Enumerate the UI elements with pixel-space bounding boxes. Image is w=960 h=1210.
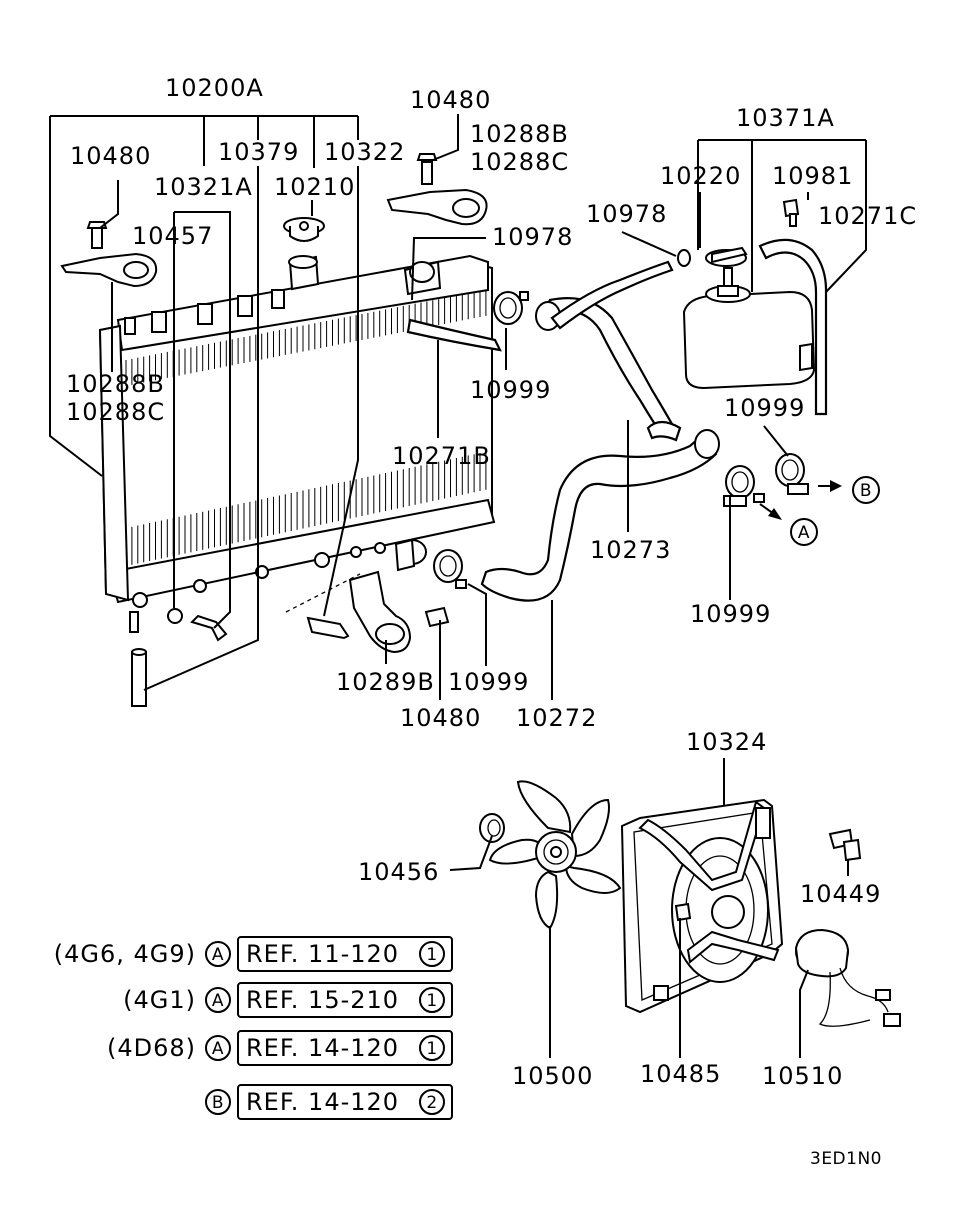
lower-bracket-10289B [348, 570, 412, 654]
part-label: 10288B [470, 120, 569, 148]
lower-radiator-hose-10272 [480, 429, 720, 602]
reference-number-circle [419, 1035, 445, 1061]
upper-radiator-hose-10273 [535, 297, 682, 442]
part-label: 10271C [818, 202, 917, 230]
reference-box [237, 982, 453, 1018]
svg-text:A: A [798, 523, 810, 543]
fan-blade-10500 [488, 780, 622, 930]
part-label: 10981 [772, 162, 853, 190]
hose-clamp-mid [723, 465, 765, 507]
arrow-to-a [759, 503, 782, 520]
hose-clamp-lower [433, 549, 467, 589]
reference-row: (4G1) A REF. 15-210 1 [123, 982, 453, 1018]
reference-marker: A [212, 1039, 224, 1059]
reference-marker: A [212, 991, 224, 1011]
reference-row: (4G6, 4G9) A REF. 11-120 1 [54, 936, 453, 972]
reference-text: REF. 11-120 [246, 940, 399, 968]
part-label: 10271B [392, 442, 491, 470]
upper-mount-bracket-right [386, 153, 488, 226]
part-label: 10978 [492, 223, 573, 251]
reference-box [237, 1030, 453, 1066]
reference-marker: B [212, 1093, 224, 1113]
svg-text:B: B [860, 481, 872, 501]
reference-row: B REF. 14-120 2 [205, 1084, 453, 1120]
reference-number: 1 [426, 945, 437, 965]
part-label: 10322 [324, 138, 405, 166]
reference-marker-circle [205, 941, 231, 967]
reference-number: 1 [426, 991, 437, 1011]
reference-table: (4G6, 4G9) A REF. 11-120 1 (4G1) A REF. 15-210… [54, 936, 453, 1120]
radiator-cap-10210 [283, 217, 325, 242]
diagram-code: 3ED1N0 [810, 1149, 882, 1169]
part-label: 10480 [70, 142, 151, 170]
fan-shroud-10324 [620, 798, 784, 1014]
part-label: 10999 [448, 668, 529, 696]
leader-lines [49, 114, 867, 1058]
marker-b: B [852, 476, 880, 504]
reference-text: REF. 15-210 [246, 986, 399, 1014]
part-label: 10288C [470, 148, 569, 176]
reference-engine: (4D68) [107, 1034, 196, 1062]
reference-marker-circle [205, 987, 231, 1013]
part-label: 10485 [640, 1060, 721, 1088]
part-label: 10510 [762, 1062, 843, 1090]
part-label: 10321A [154, 173, 253, 201]
radiator-assembly [98, 254, 496, 707]
reference-number-circle [419, 941, 445, 967]
part-label: 10480 [400, 704, 481, 732]
part-label: 10288C [66, 398, 165, 426]
hose-clamp-upper [493, 291, 529, 325]
thermo-switch [306, 616, 350, 640]
reference-box [237, 1084, 453, 1120]
part-label: 10480 [410, 86, 491, 114]
part-labels: 10200A 10480 10288B 10288C 10379 10322 1… [66, 74, 917, 1090]
marker-a: A [790, 518, 818, 546]
part-label: 10210 [274, 173, 355, 201]
bolt-10449 [828, 828, 862, 862]
part-label: 10289B [336, 668, 435, 696]
reference-text: REF. 14-120 [246, 1088, 399, 1116]
part-label: 10220 [660, 162, 741, 190]
bushing-10456 [479, 813, 505, 843]
screw-10485 [674, 902, 692, 922]
radiator-core-fins [125, 289, 487, 566]
part-label: 10999 [724, 394, 805, 422]
reference-engine: (4G1) [123, 986, 196, 1014]
hose-clamp-right [775, 453, 809, 495]
reference-row: (4D68) A REF. 14-120 1 [107, 1030, 453, 1066]
part-label: 10449 [800, 880, 881, 908]
reference-number-circle [419, 987, 445, 1013]
part-label: 10371A [736, 104, 835, 132]
part-label: 10272 [516, 704, 597, 732]
part-label: 10288B [66, 370, 165, 398]
part-label: 10324 [686, 728, 767, 756]
reserve-tank-10371A [677, 198, 828, 416]
part-label: 10999 [690, 600, 771, 628]
reference-text: REF. 14-120 [246, 1034, 399, 1062]
reference-engine: (4G6, 4G9) [54, 940, 196, 968]
part-label: 10273 [590, 536, 671, 564]
reference-number-circle [419, 1089, 445, 1115]
reference-marker-circle [205, 1089, 231, 1115]
part-label: 10500 [512, 1062, 593, 1090]
part-label: 10999 [470, 376, 551, 404]
reference-number: 1 [426, 1039, 437, 1059]
bolt-lower [424, 606, 450, 628]
reserve-hose-10271B [550, 260, 674, 330]
arrow-to-b [818, 480, 842, 492]
upper-mount-bracket-left [60, 221, 158, 288]
reference-box [237, 936, 453, 972]
part-label: 10978 [586, 200, 667, 228]
part-label: 10379 [218, 138, 299, 166]
reference-number: 2 [426, 1093, 437, 1113]
reference-marker-circle [205, 1035, 231, 1061]
part-label: 10200A [165, 74, 264, 102]
part-label: 10456 [358, 858, 439, 886]
fan-motor-10510 [794, 928, 901, 1027]
part-label: 10457 [132, 222, 213, 250]
reference-marker: A [212, 945, 224, 965]
